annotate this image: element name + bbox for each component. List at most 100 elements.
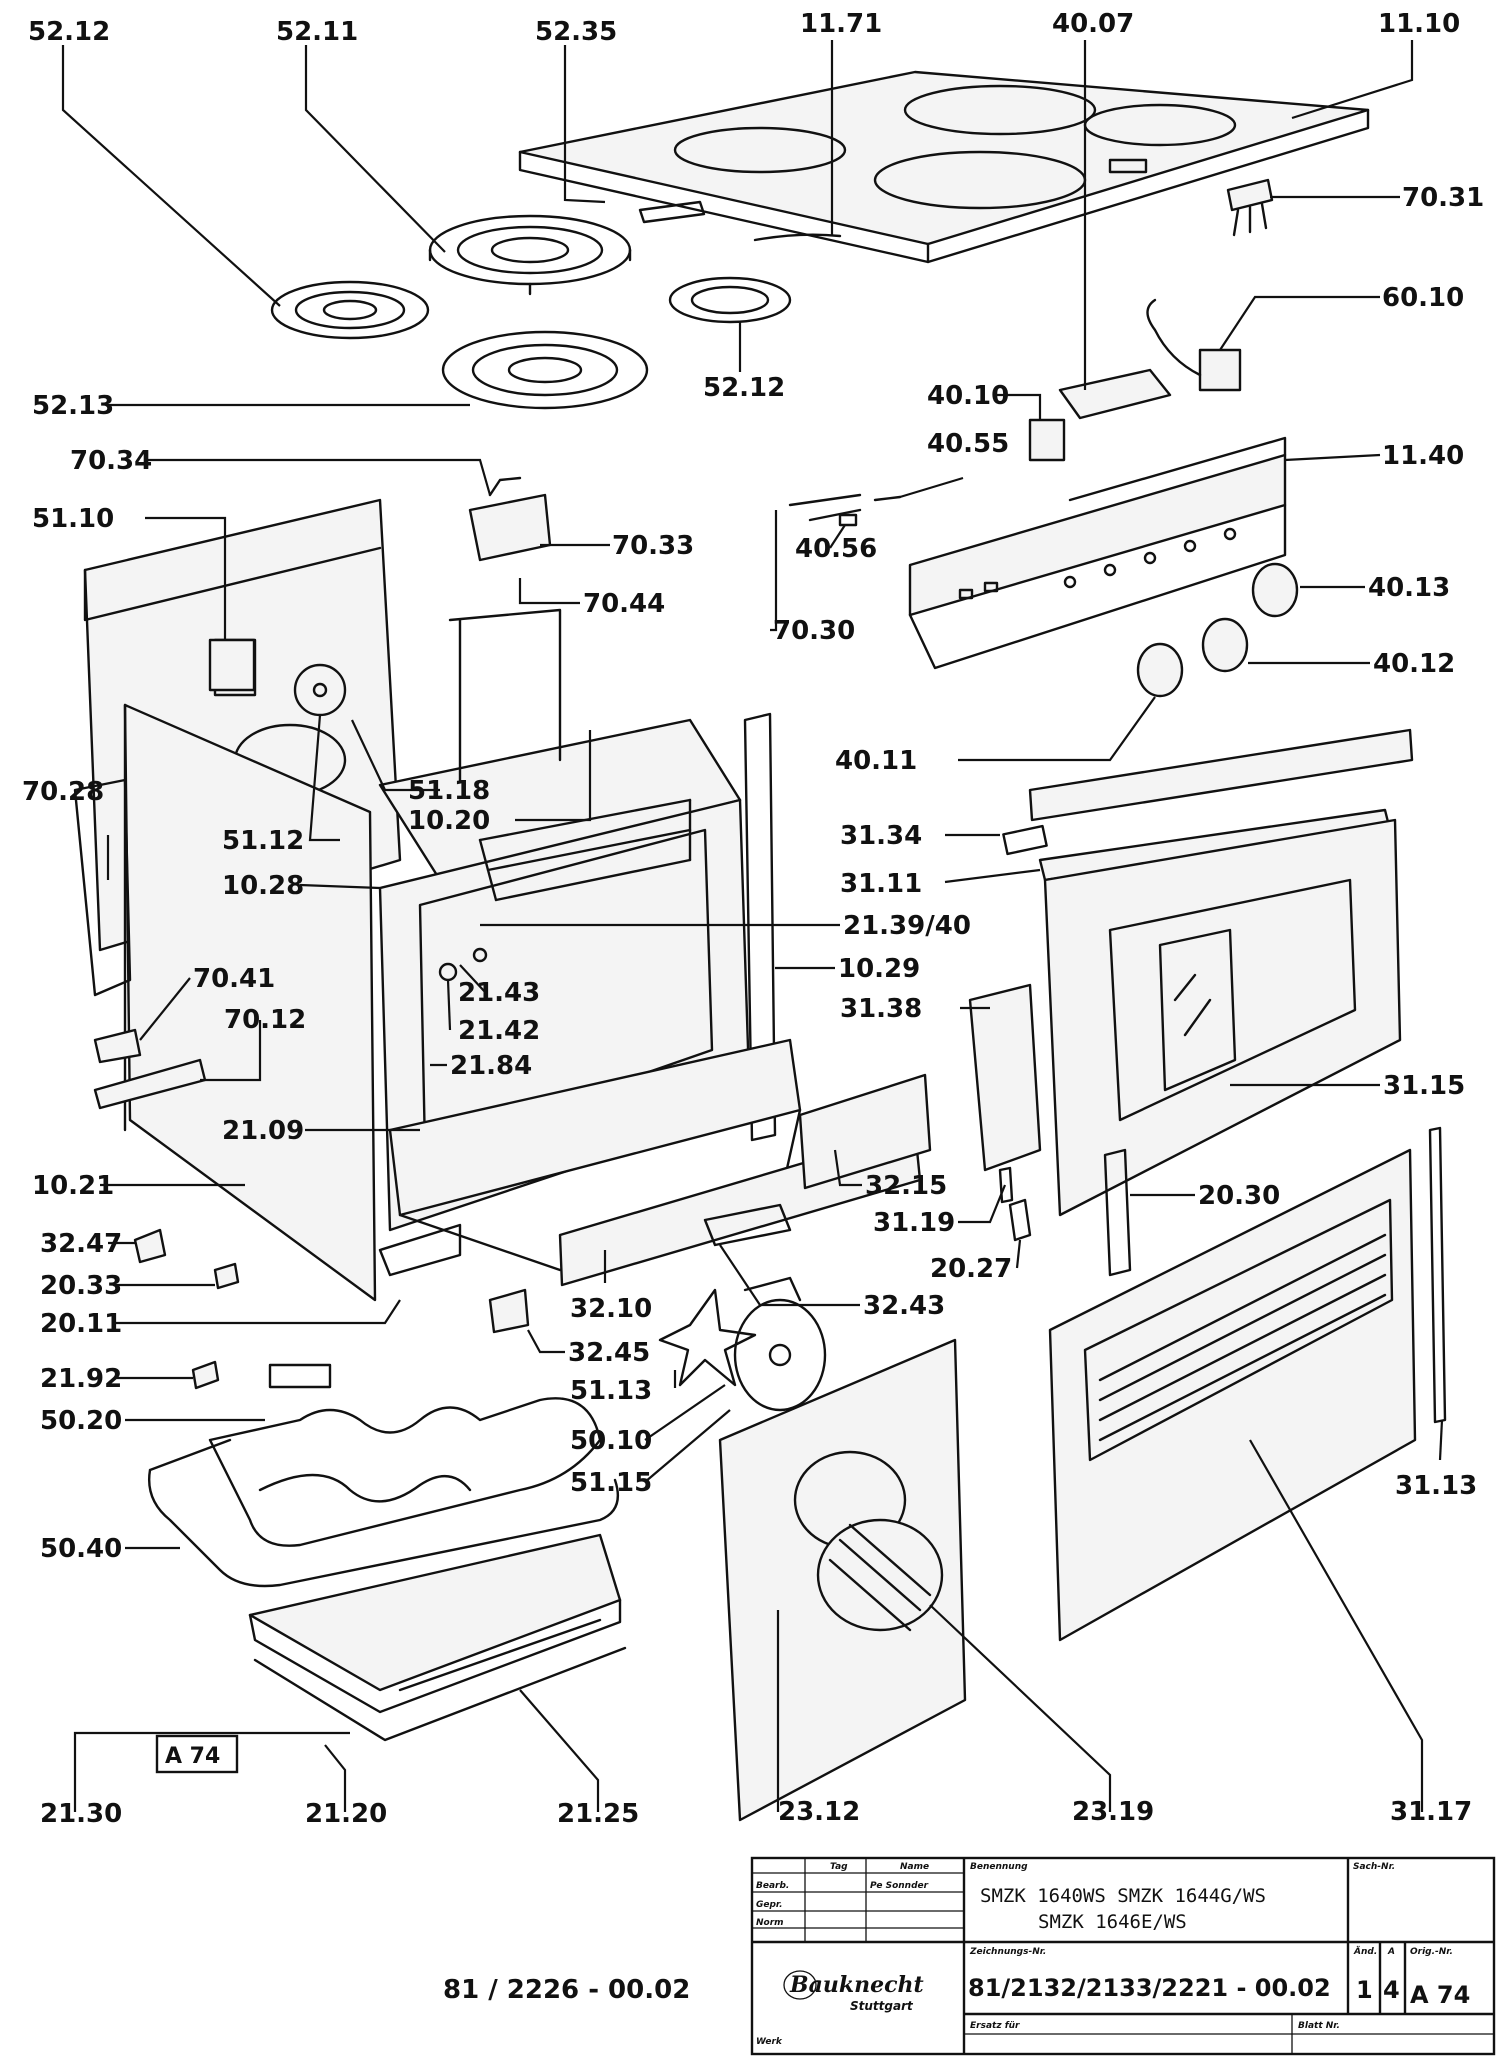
part-label: 21.92 xyxy=(40,1364,122,1394)
part-label: 50.20 xyxy=(40,1406,122,1436)
tb-a-label: A xyxy=(1387,1947,1395,1957)
grill-element-50-40 xyxy=(148,1438,620,1588)
part-label: 40.10 xyxy=(927,381,1009,411)
part-label: 21.42 xyxy=(458,1016,540,1046)
tb-brand-logo xyxy=(783,1970,817,2000)
part-label: 10.28 xyxy=(222,871,304,901)
tb-bearb-name: Pe Sonnder xyxy=(870,1881,929,1891)
tb-werk-label: Werk xyxy=(756,2037,783,2047)
part-label: 31.19 xyxy=(873,1208,955,1238)
hob-top xyxy=(518,70,1370,264)
clip-20-33 xyxy=(213,1262,240,1290)
part-label: 31.34 xyxy=(840,821,922,851)
part-label: 20.33 xyxy=(40,1271,122,1301)
knob-40-13 xyxy=(1251,562,1299,618)
part-label: 52.35 xyxy=(535,17,617,47)
part-label: 50.40 xyxy=(40,1534,122,1564)
part-label: 52.12 xyxy=(28,17,110,47)
part-label: 10.21 xyxy=(32,1171,114,1201)
part-label: 21.25 xyxy=(557,1799,639,1829)
drawing-number: 81 / 2226 - 00.02 xyxy=(443,1975,690,2005)
tb-drawing-no-label: Zeichnungs-Nr. xyxy=(969,1947,1046,1957)
thermostat xyxy=(1198,348,1242,392)
view-marker-label: A 74 xyxy=(165,1744,220,1769)
title-block: Tag Name Benennung Sach-Nr. Bearb. Pe So… xyxy=(750,1856,1496,2056)
part-label: 40.11 xyxy=(835,746,917,776)
door-seal-31-19 xyxy=(998,1166,1014,1204)
part-label: 20.30 xyxy=(1198,1181,1280,1211)
part-label: 23.12 xyxy=(778,1797,860,1827)
tb-aend-value: 1 xyxy=(1356,1976,1373,2004)
part-label: 20.11 xyxy=(40,1309,122,1339)
door-side-trim-31-13 xyxy=(1428,1126,1447,1424)
part-label: 50.10 xyxy=(570,1426,652,1456)
part-label: 21.43 xyxy=(458,978,540,1008)
part-label: 31.38 xyxy=(840,994,922,1024)
part-label: 40.55 xyxy=(927,429,1009,459)
part-label: 70.12 xyxy=(224,1005,306,1035)
bracket-32-45 xyxy=(488,1288,530,1334)
part-label: 21.84 xyxy=(450,1051,532,1081)
part-label: 32.10 xyxy=(570,1294,652,1324)
part-label: 51.10 xyxy=(32,504,114,534)
part-label: 70.44 xyxy=(583,589,665,619)
tb-designation-line2: SMZK 1646E/WS xyxy=(1038,1911,1187,1933)
tb-col-designation: Benennung xyxy=(970,1862,1028,1872)
part-label: 32.47 xyxy=(40,1229,122,1259)
tb-orig-label: Orig.-Nr. xyxy=(1410,1947,1453,1957)
part-label: 31.17 xyxy=(1390,1797,1472,1827)
tb-brand: Bauknecht xyxy=(789,1972,924,1998)
part-label: 70.34 xyxy=(70,446,152,476)
wiring-panel xyxy=(73,778,132,997)
part-label: 70.30 xyxy=(773,616,855,646)
tb-designation-line1: SMZK 1640WS SMZK 1644G/WS xyxy=(980,1885,1266,1907)
grill-element-50-20 xyxy=(208,1363,602,1547)
bracket-32-47 xyxy=(133,1228,167,1264)
part-label: 11.10 xyxy=(1378,9,1460,39)
door-top-trim xyxy=(1002,728,1414,856)
hotplate-52-12-left xyxy=(270,280,430,340)
parts-drawing xyxy=(73,70,1447,1822)
outer-door-31-17 xyxy=(1048,1148,1417,1642)
hinge-lever-20-27 xyxy=(1008,1198,1032,1242)
part-label: 40.12 xyxy=(1373,649,1455,679)
tb-a-value: 4 xyxy=(1383,1976,1400,2004)
part-label: 10.29 xyxy=(838,954,920,984)
tb-row-bearb: Bearb. xyxy=(756,1881,789,1891)
part-label: 70.28 xyxy=(22,777,104,807)
hinge-20-30 xyxy=(1103,1148,1132,1277)
tb-col-name: Name xyxy=(900,1862,929,1872)
tb-orig-value: A 74 xyxy=(1410,1981,1470,2009)
inner-door-31-15 xyxy=(1043,818,1402,1217)
part-label: 31.13 xyxy=(1395,1471,1477,1501)
part-label: 32.15 xyxy=(865,1171,947,1201)
part-label: 52.13 xyxy=(32,391,114,421)
side-rail xyxy=(743,712,777,1142)
part-label: 10.20 xyxy=(408,806,490,836)
part-label: 21.39/40 xyxy=(843,911,971,941)
knob-40-11 xyxy=(1136,642,1184,698)
tb-row-gepr: Gepr. xyxy=(756,1900,783,1910)
part-label: 32.45 xyxy=(568,1338,650,1368)
view-marker-box xyxy=(155,1734,239,1774)
tb-col-tag: Tag xyxy=(830,1862,848,1872)
door-glass-31-38 xyxy=(968,983,1042,1172)
part-label: 51.12 xyxy=(222,826,304,856)
tb-drawing-no: 81/2132/2133/2221 - 00.02 xyxy=(968,1974,1331,2002)
baking-tray xyxy=(248,1533,627,1742)
part-label: 51.18 xyxy=(408,776,490,806)
switch-block xyxy=(1058,368,1172,420)
part-label: 70.33 xyxy=(612,531,694,561)
tb-aend-label: Änd. xyxy=(1353,1946,1377,1957)
tb-brand-sub: Stuttgart xyxy=(850,1999,914,2013)
part-label: 51.13 xyxy=(570,1376,652,1406)
part-label: 40.07 xyxy=(1052,9,1134,39)
hotplate-52-13 xyxy=(441,330,649,410)
callout-labels: 52.12 52.11 52.35 11.71 40.07 11.10 70.3… xyxy=(22,9,1484,1829)
part-label: 31.15 xyxy=(1383,1071,1465,1101)
tb-row-norm: Norm xyxy=(756,1918,784,1928)
rear-panel xyxy=(718,1338,967,1822)
terminal-70-41 xyxy=(93,1028,142,1064)
terminal-70-31 xyxy=(1226,178,1274,212)
